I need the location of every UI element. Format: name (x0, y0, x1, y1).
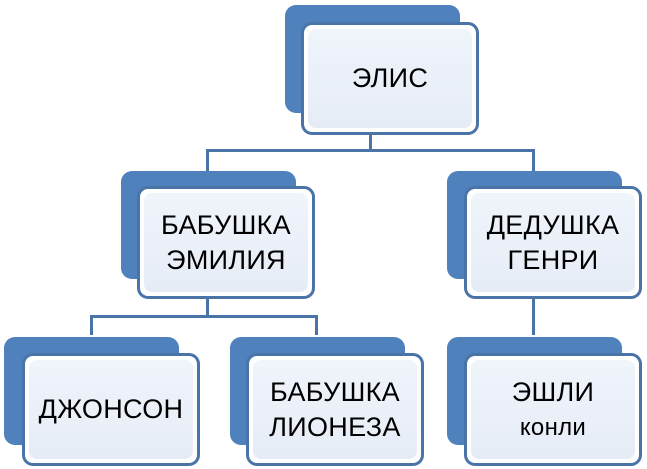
node-grandpa-henry-box: ДЕДУШКА ГЕНРИ (464, 186, 642, 299)
node-grandpa-henry-line2: ГЕНРИ (507, 244, 599, 275)
node-grandma-emilia-line1: БАБУШКА (161, 209, 291, 240)
connector-to-grandma-emilia (206, 149, 209, 171)
node-alice-label: ЭЛИС (304, 25, 476, 132)
node-alice-box: ЭЛИС (301, 22, 479, 135)
connector-to-johnson (90, 315, 93, 335)
node-grandma-emilia-label: БАБУШКА ЭМИЛИЯ (140, 189, 312, 296)
node-johnson-line1: ДЖОНСОН (38, 394, 184, 424)
node-grandma-lioneza-line1: БАБУШКА (270, 376, 400, 407)
connector-emilia-stem (206, 286, 209, 318)
node-grandma-lioneza-label: БАБУШКА ЛИОНЕЗА (249, 356, 421, 463)
connector-to-grandpa-henry (532, 149, 535, 171)
connector-level2-bar (90, 315, 318, 318)
node-ashley-connie-line1: ЭШЛИ (511, 376, 595, 407)
node-grandpa-henry-line1: ДЕДУШКА (486, 209, 620, 240)
node-johnson-box: ДЖОНСОН (22, 353, 200, 466)
node-grandma-emilia-line2: ЭМИЛИЯ (166, 244, 286, 275)
connector-henry-to-ashley (532, 286, 535, 335)
node-alice-line1: ЭЛИС (351, 63, 429, 93)
node-grandpa-henry-label: ДЕДУШКА ГЕНРИ (467, 189, 639, 296)
node-ashley-connie-label: ЭШЛИ конли (467, 356, 639, 463)
connector-to-grandma-lioneza (315, 315, 318, 335)
node-grandma-lioneza-box: БАБУШКА ЛИОНЕЗА (246, 353, 424, 466)
node-grandma-lioneza-line2: ЛИОНЕЗА (269, 411, 401, 442)
connector-alice-stem (369, 120, 372, 152)
connector-level1-bar (206, 149, 535, 152)
node-johnson-label: ДЖОНСОН (25, 356, 197, 463)
node-ashley-connie-box: ЭШЛИ конли (464, 353, 642, 466)
node-grandma-emilia-box: БАБУШКА ЭМИЛИЯ (137, 186, 315, 299)
node-ashley-connie-line2: конли (519, 413, 587, 441)
